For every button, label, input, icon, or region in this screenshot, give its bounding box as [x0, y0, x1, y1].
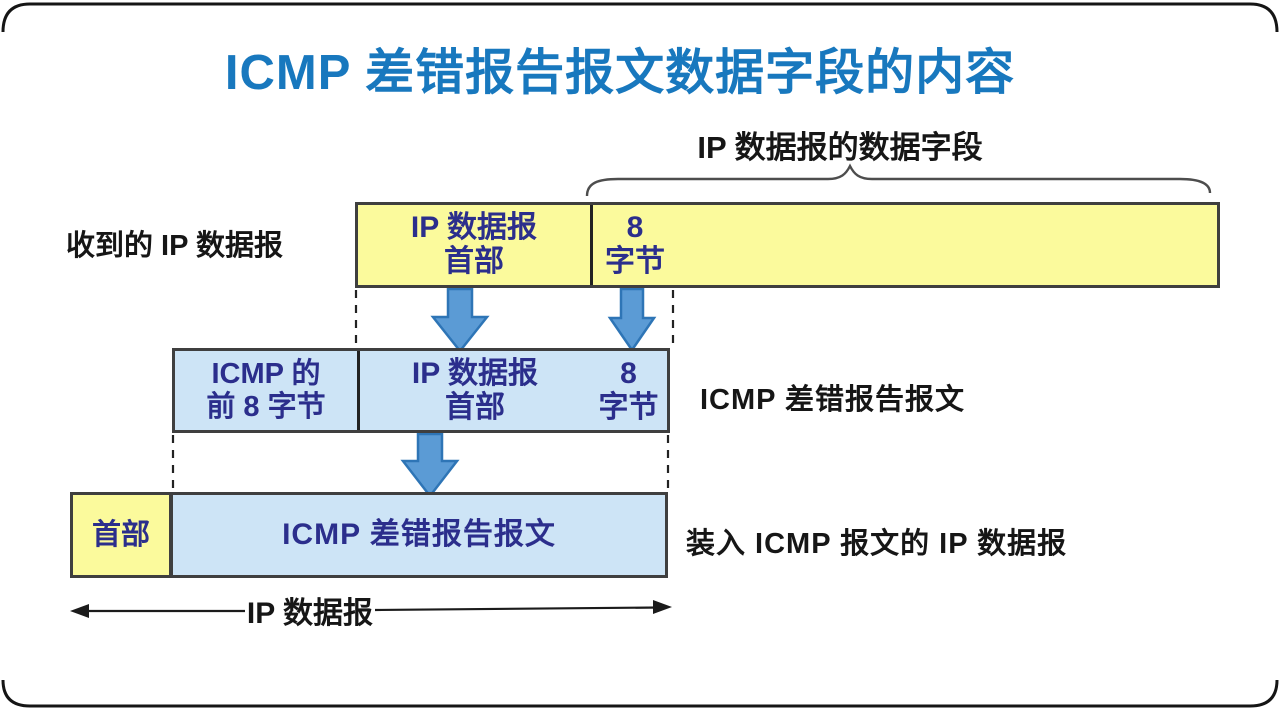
row3-cell-payload: ICMP 差错报告报文	[173, 495, 665, 575]
row1-cell-rest-of-data	[677, 205, 1217, 285]
received-datagram-label: 收到的 IP 数据报	[66, 230, 283, 262]
brace-curve	[585, 163, 1212, 197]
cell-text-line: ICMP 的	[211, 358, 321, 391]
down-arrow-ip-header-icon	[430, 287, 490, 354]
cell-text-line: 字节	[598, 390, 659, 424]
cell-text-line: 8	[620, 356, 637, 390]
row2-cell-ip-header: IP 数据报 首部	[360, 351, 590, 430]
row1-cell-ip-header: IP 数据报 首部	[358, 205, 593, 285]
encap-datagram-label: 装入 ICMP 报文的 IP 数据报	[686, 528, 1068, 560]
encap-header-box: 首部	[70, 492, 172, 578]
measure-line-right	[374, 606, 661, 612]
cell-text-line: 首部	[445, 390, 505, 424]
cell-text-line: ICMP 差错报告报文	[282, 518, 556, 552]
cell-text-line: 首部	[444, 245, 504, 278]
received-datagram-bar: IP 数据报 首部 8 字节	[355, 202, 1220, 288]
measure-arrowhead-right-icon	[653, 600, 672, 614]
page-title: ICMP 差错报告报文数据字段的内容	[224, 46, 1016, 100]
row3-cell-header: 首部	[73, 495, 169, 575]
icmp-message-bar: ICMP 的 前 8 字节 IP 数据报 首部 8 字节	[172, 348, 670, 433]
frame-bottom-edge	[1, 679, 1279, 708]
row1-cell-8bytes: 8 字节	[593, 205, 677, 285]
down-arrow-8bytes-icon	[607, 287, 657, 353]
cell-text-line: IP 数据报	[410, 211, 538, 245]
ip-data-field-label: IP 数据报的数据字段	[697, 130, 983, 165]
cell-text-line: 前 8 字节	[206, 390, 326, 423]
ip-datagram-span-label: IP 数据报	[246, 597, 374, 630]
row2-cell-8bytes: 8 字节	[590, 351, 667, 430]
frame-top-edge	[1, 2, 1279, 33]
row2-cell-icmp-first8: ICMP 的 前 8 字节	[175, 351, 360, 430]
cell-text-line: 首部	[91, 518, 150, 551]
down-arrow-icmp-message-icon	[400, 432, 460, 499]
icmp-message-label: ICMP 差错报告报文	[700, 384, 966, 416]
cell-text-line: 8	[626, 211, 644, 245]
encap-payload-box: ICMP 差错报告报文	[170, 492, 668, 578]
measure-arrowhead-left-icon	[70, 604, 89, 618]
cell-text-line: 字节	[605, 245, 665, 278]
cell-text-line: IP 数据报	[411, 356, 539, 390]
